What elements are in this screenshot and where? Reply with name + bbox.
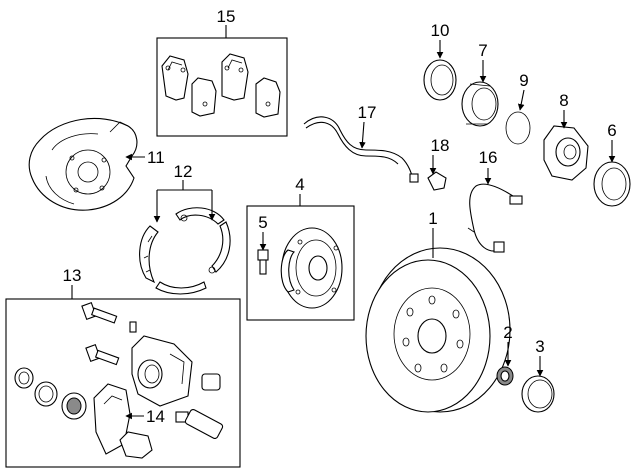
callout-18: 18 [431, 136, 450, 155]
bearing-7 [461, 81, 499, 127]
brake-pads [161, 53, 281, 118]
callout-8: 8 [559, 91, 568, 110]
nut [496, 366, 514, 386]
hub-8 [543, 125, 589, 181]
bearing-6 [593, 161, 631, 207]
dust-cap [521, 375, 555, 413]
seal-10 [423, 59, 457, 101]
parking-brake-shoes [139, 207, 231, 295]
callout-7: 7 [478, 41, 487, 60]
piston-seals [14, 367, 221, 420]
callout-3: 3 [535, 337, 544, 356]
bracket-18 [427, 171, 447, 191]
sensor-wire-16 [467, 183, 523, 253]
caliper-pins [81, 302, 224, 440]
box-caliper-assembly [5, 298, 241, 468]
brake-rotor [365, 247, 511, 413]
callout-14: 14 [146, 407, 165, 426]
sensor-wire-17 [303, 116, 419, 183]
callout-15: 15 [217, 7, 236, 26]
callout-6: 6 [607, 121, 616, 140]
hub-bolt [257, 249, 269, 275]
box-brake-pads [156, 37, 288, 137]
snap-ring-9 [505, 111, 531, 145]
caliper-body [131, 335, 193, 407]
callout-17: 17 [358, 103, 377, 122]
hub-flange [280, 227, 343, 309]
leader-lines [71, 25, 616, 420]
callout-9: 9 [519, 71, 528, 90]
callout-2: 2 [503, 323, 512, 342]
callout-5: 5 [258, 213, 267, 232]
caliper-bracket-14 [93, 383, 153, 459]
callout-4: 4 [295, 175, 304, 194]
backing-plate [28, 117, 138, 211]
callout-1: 1 [428, 209, 437, 228]
callout-11: 11 [147, 148, 165, 167]
callout-13: 13 [63, 266, 82, 285]
callout-12: 12 [174, 162, 193, 181]
callout-10: 10 [431, 21, 450, 40]
callout-16: 16 [479, 148, 498, 167]
